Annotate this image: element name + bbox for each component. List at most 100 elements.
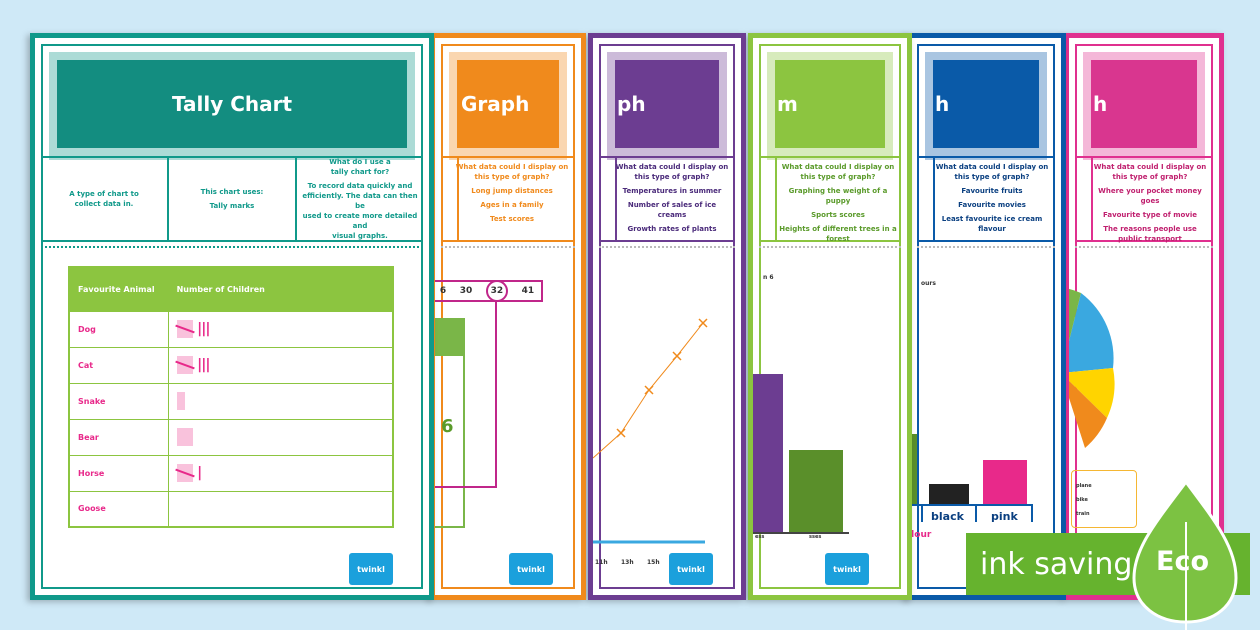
axis-label: olour: [906, 530, 932, 540]
info-questions: What data could I display on this type o…: [613, 162, 731, 238]
info-text: A type of chart to: [69, 190, 139, 198]
info-text: efficiently. The data can then be: [302, 192, 418, 210]
tick-label: 13h: [621, 559, 634, 566]
poster-title: h: [1093, 92, 1108, 116]
circled-number: 32: [485, 280, 508, 302]
info-text: visual graphs.: [332, 232, 388, 240]
pie-slice-yellow: [1069, 368, 1115, 418]
poster-border: [441, 44, 575, 589]
eco-label: Eco: [1156, 546, 1209, 577]
eco-leaf-icon: Eco: [1128, 479, 1238, 630]
tally-group-five: [177, 320, 194, 338]
example-text: Least favourite ice cream flavour: [941, 215, 1043, 233]
tally-marks-cell: [168, 490, 394, 528]
info-text: Tally marks: [209, 202, 255, 210]
key-item: bike: [1076, 497, 1088, 503]
example-text: Heights of different trees in a forest: [779, 225, 897, 243]
poster-bar-graph: m What data could I display on this type…: [748, 33, 912, 600]
badge-text: ink saving: [980, 546, 1133, 582]
info-divider: [615, 158, 617, 240]
number-value: 30: [459, 286, 473, 296]
number-value: 6: [439, 286, 447, 296]
poster-title-bar: h: [1091, 60, 1197, 148]
axis-tick: [1031, 504, 1033, 522]
data-markers: [616, 318, 708, 438]
table-row: Dog|||: [68, 310, 394, 348]
tally-marks-cell: |||: [168, 346, 394, 384]
poster-title-bar: m: [775, 60, 885, 148]
tick-label: 11h: [595, 559, 608, 566]
dotted-divider: [599, 246, 735, 248]
question-text: What data could I display on this type o…: [615, 163, 729, 181]
pie-key: plane bike train: [1071, 470, 1137, 528]
info-text: used to create more detailed and: [302, 212, 418, 230]
poster-border: [41, 44, 423, 589]
info-strip: What data could I display on this type o…: [1075, 156, 1213, 243]
example-text: Favourite fruits: [961, 187, 1023, 195]
info-strip: What data could I display on this type o…: [599, 156, 735, 242]
info-strip: A type of chart to collect data in. This…: [41, 156, 423, 242]
pie-slice-orange: [1069, 380, 1107, 448]
info-questions: What data could I display on this type o…: [453, 162, 571, 228]
bar-black: [929, 484, 969, 504]
table-row: Horse |: [68, 454, 394, 492]
number-value: 41: [521, 286, 535, 296]
tick-label: sses: [809, 534, 822, 540]
axis-tick: [975, 504, 977, 522]
tally-group-five: [177, 356, 194, 374]
info-cell-definition: A type of chart to collect data in.: [41, 158, 169, 240]
bar-label: black: [931, 510, 964, 523]
twinkl-logo: twinkl: [825, 553, 869, 585]
info-strip: What data could I display on this type o…: [759, 156, 901, 243]
tally-marks: |||: [197, 321, 210, 337]
twinkl-logo: twinkl: [349, 553, 393, 585]
tally-marks-cell: [168, 418, 394, 456]
info-questions: What data could I display on this type o…: [779, 162, 897, 248]
example-text: Ages in a family: [480, 201, 544, 209]
green-frame-top: [435, 320, 463, 356]
tick-label: 15h: [647, 559, 660, 566]
example-text: The reasons people use public transport: [1103, 225, 1197, 243]
animal-cell: Horse: [68, 454, 170, 492]
animal-cell: Cat: [68, 346, 170, 384]
poster-graph: Graph What data could I display on this …: [430, 33, 586, 600]
x-axis: [911, 504, 1033, 506]
info-text: This chart uses:: [200, 188, 264, 196]
pie-chart-fragment: [1069, 288, 1115, 448]
info-text: tally chart for?: [330, 168, 390, 176]
example-text: Favourite movies: [958, 201, 1026, 209]
twinkl-logo: twinkl: [669, 553, 713, 585]
info-divider: [775, 158, 777, 240]
tally-table: Favourite Animal Number of Children Dog|…: [68, 266, 394, 528]
info-divider: [457, 158, 459, 240]
table-row: Goose: [68, 490, 394, 528]
info-divider: [1091, 158, 1093, 240]
dotted-divider: [759, 246, 901, 248]
connector-line: [435, 486, 497, 488]
animal-cell: Bear: [68, 418, 170, 456]
poster-title: Tally Chart: [171, 92, 293, 116]
chart-subtitle: n 6: [763, 274, 774, 281]
chart-subtitle: ours: [921, 280, 936, 287]
info-questions: What data could I display on this type o…: [1091, 162, 1209, 248]
table-row: Bear: [68, 418, 394, 456]
info-cell-purpose: What do I use a tally chart for? To reco…: [297, 158, 423, 240]
example-text: Test scores: [489, 215, 535, 223]
example-text: Favourite type of movie: [1102, 211, 1198, 219]
example-text: Sports scores: [811, 211, 865, 219]
tally-marks: |: [197, 465, 202, 481]
tick-label: ess: [755, 534, 765, 540]
poster-title-bar: Graph: [457, 60, 559, 148]
example-text: Number of sales of ice creams: [627, 201, 717, 219]
table-row: Snake: [68, 382, 394, 420]
info-strip: What data could I display on this type o…: [441, 156, 575, 242]
tally-marks: [177, 392, 186, 410]
tally-marks: [177, 428, 194, 446]
example-text: Graphing the weight of a puppy: [788, 187, 888, 205]
key-item: train: [1076, 511, 1090, 517]
number-row: 6 30 32 41: [435, 280, 543, 302]
tally-marks-cell: [168, 382, 394, 420]
big-number: 6: [441, 416, 454, 437]
dotted-divider: [1075, 246, 1213, 248]
